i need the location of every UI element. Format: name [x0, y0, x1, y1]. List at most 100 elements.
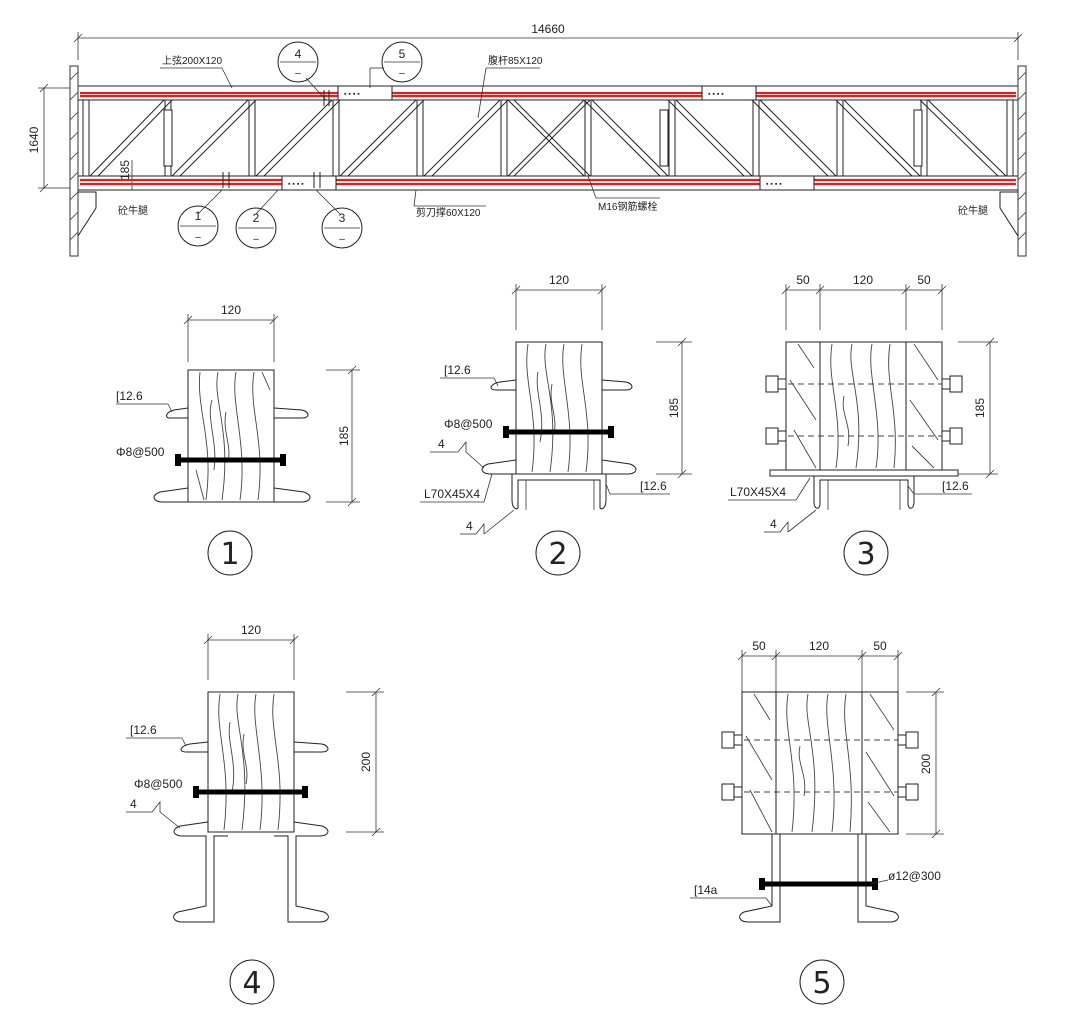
svg-text:ø12@300: ø12@300 — [888, 869, 941, 883]
truss-webs — [82, 99, 1014, 177]
callout-3: 3 – — [313, 172, 363, 249]
detail-2: 120 185 [12.6 Φ8@500 4 L70X45X4 [12.6 4 — [420, 273, 692, 576]
web-member — [347, 99, 425, 177]
web-member — [255, 99, 333, 177]
svg-text:50: 50 — [752, 639, 766, 653]
web-member — [843, 99, 921, 177]
support-left-label: 砼牛腿 — [118, 204, 148, 217]
svg-text:120: 120 — [809, 639, 829, 653]
top-chord — [78, 85, 1018, 101]
svg-text:4: 4 — [295, 47, 302, 61]
right-wall — [999, 65, 1027, 257]
svg-text:3: 3 — [339, 211, 346, 225]
chord-depth-label: 185 — [118, 160, 132, 180]
detail-1-height-dim: 185 — [326, 365, 360, 507]
svg-text:[14a: [14a — [694, 883, 718, 897]
svg-text:185: 185 — [337, 426, 351, 446]
web-member — [431, 99, 509, 177]
svg-text:1: 1 — [195, 209, 202, 223]
web-member — [423, 99, 501, 177]
svg-text:▪ ▪ ▪ ▪: ▪ ▪ ▪ ▪ — [708, 91, 724, 98]
svg-text:4: 4 — [770, 517, 777, 531]
detail-4-height-dim: 200 — [346, 687, 384, 837]
bottom-chord-label: 剪刀撑60X120 — [416, 206, 481, 219]
svg-text:▪ ▪ ▪ ▪: ▪ ▪ ▪ ▪ — [766, 181, 782, 188]
web-member — [835, 99, 913, 177]
svg-text:Φ8@500: Φ8@500 — [134, 777, 183, 791]
callout-1: 1 – — [177, 172, 230, 247]
svg-text:2: 2 — [253, 211, 260, 225]
top-chord-label: 上弦200X120 — [162, 54, 222, 67]
svg-text:▪ ▪ ▪ ▪: ▪ ▪ ▪ ▪ — [288, 181, 304, 188]
detail-3-height-dim: 185 — [958, 337, 998, 479]
svg-text:200: 200 — [359, 752, 373, 772]
detail-2-number: 2 — [548, 537, 567, 572]
detail-1-number: 1 — [220, 537, 239, 572]
svg-text:Φ8@500: Φ8@500 — [444, 417, 493, 431]
detail-1-timber — [187, 369, 275, 503]
svg-text:[12.6: [12.6 — [640, 479, 667, 493]
svg-text:L70X45X4: L70X45X4 — [730, 485, 786, 499]
svg-text:[12.6: [12.6 — [444, 363, 471, 377]
svg-text:–: – — [253, 234, 259, 245]
detail-5-number: 5 — [812, 966, 831, 1001]
web-member — [179, 99, 257, 177]
truss-elevation: 14660 1640 185 — [27, 22, 1027, 257]
callout-4: 4 – — [277, 41, 330, 106]
svg-text:50: 50 — [917, 273, 931, 287]
gusset-plate — [659, 109, 669, 167]
detail-3: 50 120 50 185 L70X45X4 [12.6 4 3 — [728, 273, 998, 576]
detail-1-bar-label: Φ8@500 — [116, 445, 165, 459]
svg-text:▪ ▪ ▪ ▪: ▪ ▪ ▪ ▪ — [344, 91, 360, 98]
web-member — [667, 99, 745, 177]
detail-3-number: 3 — [856, 537, 875, 572]
web-member — [751, 99, 829, 177]
height-label: 1640 — [27, 126, 41, 153]
svg-text:–: – — [295, 68, 301, 79]
member-labels: 上弦200X120 腹杆85X120 剪刀撑60X120 M16钢筋螺栓 砼牛腿… — [118, 54, 988, 219]
callout-5: 5 – — [369, 41, 423, 88]
web-member — [339, 99, 417, 177]
svg-text:120: 120 — [549, 273, 569, 287]
overall-dimension: 14660 — [73, 22, 1023, 60]
web-member — [759, 99, 837, 177]
svg-text:–: – — [339, 234, 345, 245]
detail-3-width-dims: 50 120 50 — [781, 273, 947, 330]
svg-text:[12.6: [12.6 — [130, 723, 157, 737]
svg-text:4: 4 — [438, 437, 445, 451]
detail-1-width-dim: 120 — [183, 303, 279, 362]
web-member — [89, 99, 165, 177]
svg-text:120: 120 — [221, 303, 241, 317]
svg-text:[12.6: [12.6 — [942, 479, 969, 493]
detail-4: 120 200 [12.6 Φ8@500 4 4 — [126, 623, 384, 1005]
svg-text:185: 185 — [667, 398, 681, 418]
svg-text:–: – — [195, 232, 201, 243]
detail-2-width-dim: 120 — [511, 273, 607, 330]
web-member — [513, 99, 591, 177]
svg-text:50: 50 — [873, 639, 887, 653]
callout-2: 2 – — [235, 189, 279, 249]
svg-text:4: 4 — [466, 519, 473, 533]
web-member — [927, 99, 1007, 177]
svg-text:5: 5 — [399, 47, 406, 61]
gusset-plate — [163, 109, 173, 167]
svg-text:200: 200 — [919, 754, 933, 774]
svg-text:185: 185 — [973, 398, 987, 418]
web-member — [507, 99, 585, 177]
detail-5-width-dims: 50 120 50 — [737, 639, 903, 696]
web-member — [171, 99, 249, 177]
detail-1-channels — [153, 407, 311, 503]
web-member — [97, 99, 173, 177]
bolt-label: M16钢筋螺栓 — [598, 200, 657, 213]
web-member — [919, 99, 999, 177]
support-right-label: 砼牛腿 — [958, 204, 988, 217]
detail-3-bolts — [765, 375, 963, 445]
web-member — [675, 99, 753, 177]
web-member — [583, 99, 661, 177]
web-member — [591, 99, 669, 177]
splice-plates: ▪ ▪ ▪ ▪ ▪ ▪ ▪ ▪ ▪ ▪ ▪ ▪ ▪ ▪ ▪ ▪ — [281, 85, 815, 191]
detail-2-height-dim: 185 — [656, 337, 692, 479]
svg-text:120: 120 — [241, 623, 261, 637]
overall-length-label: 14660 — [531, 22, 565, 36]
